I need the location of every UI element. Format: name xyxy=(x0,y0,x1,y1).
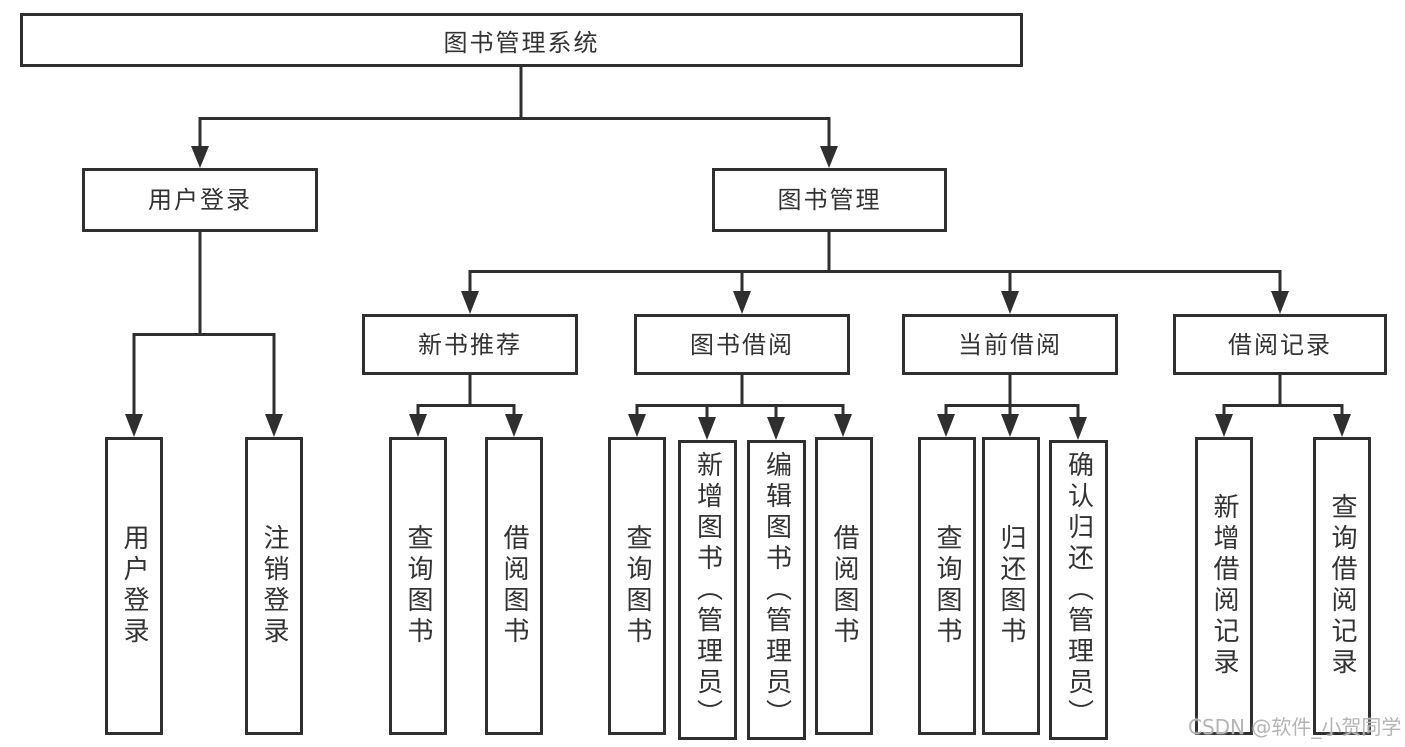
node-new-book-recommend-label: 新书推荐 xyxy=(418,330,522,359)
csdn-watermark: CSDN @软件_小贺同学 xyxy=(1188,715,1402,739)
leaf-user-login-label: 用户登录 xyxy=(119,524,149,648)
node-current-borrow-label: 当前借阅 xyxy=(958,330,1062,359)
node-book-borrow-label: 图书借阅 xyxy=(690,330,794,359)
leaf-query-books-recommend: 查询图书 xyxy=(389,437,447,735)
node-book-borrow: 图书借阅 xyxy=(634,314,850,375)
node-borrow-records: 借阅记录 xyxy=(1173,314,1387,375)
node-borrow-records-label: 借阅记录 xyxy=(1228,330,1332,359)
leaf-query-borrow-record-label: 查询借阅记录 xyxy=(1327,493,1357,679)
root-node-book-management-system: 图书管理系统 xyxy=(20,13,1023,67)
leaf-logout: 注销登录 xyxy=(245,437,303,735)
leaf-edit-book-admin: 编辑图书（管理员） xyxy=(747,440,806,740)
leaf-confirm-return-admin-label: 确认归还（管理员） xyxy=(1063,450,1094,730)
leaf-borrow-books-recommend: 借阅图书 xyxy=(485,437,543,735)
leaf-borrow-books-borrow-label: 借阅图书 xyxy=(829,524,859,648)
arrowheads xyxy=(125,146,1351,440)
node-current-borrow: 当前借阅 xyxy=(902,314,1118,375)
leaf-query-borrow-record: 查询借阅记录 xyxy=(1313,437,1371,735)
leaf-query-books-borrow-label: 查询图书 xyxy=(622,524,652,648)
leaf-return-books: 归还图书 xyxy=(982,437,1040,735)
node-new-book-recommend: 新书推荐 xyxy=(362,314,578,375)
leaf-query-books-current-label: 查询图书 xyxy=(932,524,962,648)
leaf-borrow-books-recommend-label: 借阅图书 xyxy=(499,524,529,648)
leaf-add-book-admin-label: 新增图书（管理员） xyxy=(692,450,723,730)
node-user-login-label: 用户登录 xyxy=(148,186,252,214)
leaf-query-books-recommend-label: 查询图书 xyxy=(403,524,433,648)
leaf-query-books-current: 查询图书 xyxy=(918,437,976,735)
root-node-label: 图书管理系统 xyxy=(443,28,600,57)
node-book-management-label: 图书管理 xyxy=(777,186,882,214)
node-user-login: 用户登录 xyxy=(82,168,318,232)
leaf-logout-label: 注销登录 xyxy=(259,524,289,648)
leaf-user-login: 用户登录 xyxy=(105,437,163,735)
node-book-management: 图书管理 xyxy=(712,168,947,232)
leaf-return-books-label: 归还图书 xyxy=(996,524,1026,648)
leaf-edit-book-admin-label: 编辑图书（管理员） xyxy=(761,450,792,730)
leaf-add-book-admin: 新增图书（管理员） xyxy=(678,440,737,740)
leaf-confirm-return-admin: 确认归还（管理员） xyxy=(1049,440,1108,740)
leaf-add-borrow-record-label: 新增借阅记录 xyxy=(1209,493,1239,679)
leaf-query-books-borrow: 查询图书 xyxy=(608,437,666,735)
leaf-borrow-books-borrow: 借阅图书 xyxy=(815,437,873,735)
leaf-add-borrow-record: 新增借阅记录 xyxy=(1195,437,1253,735)
